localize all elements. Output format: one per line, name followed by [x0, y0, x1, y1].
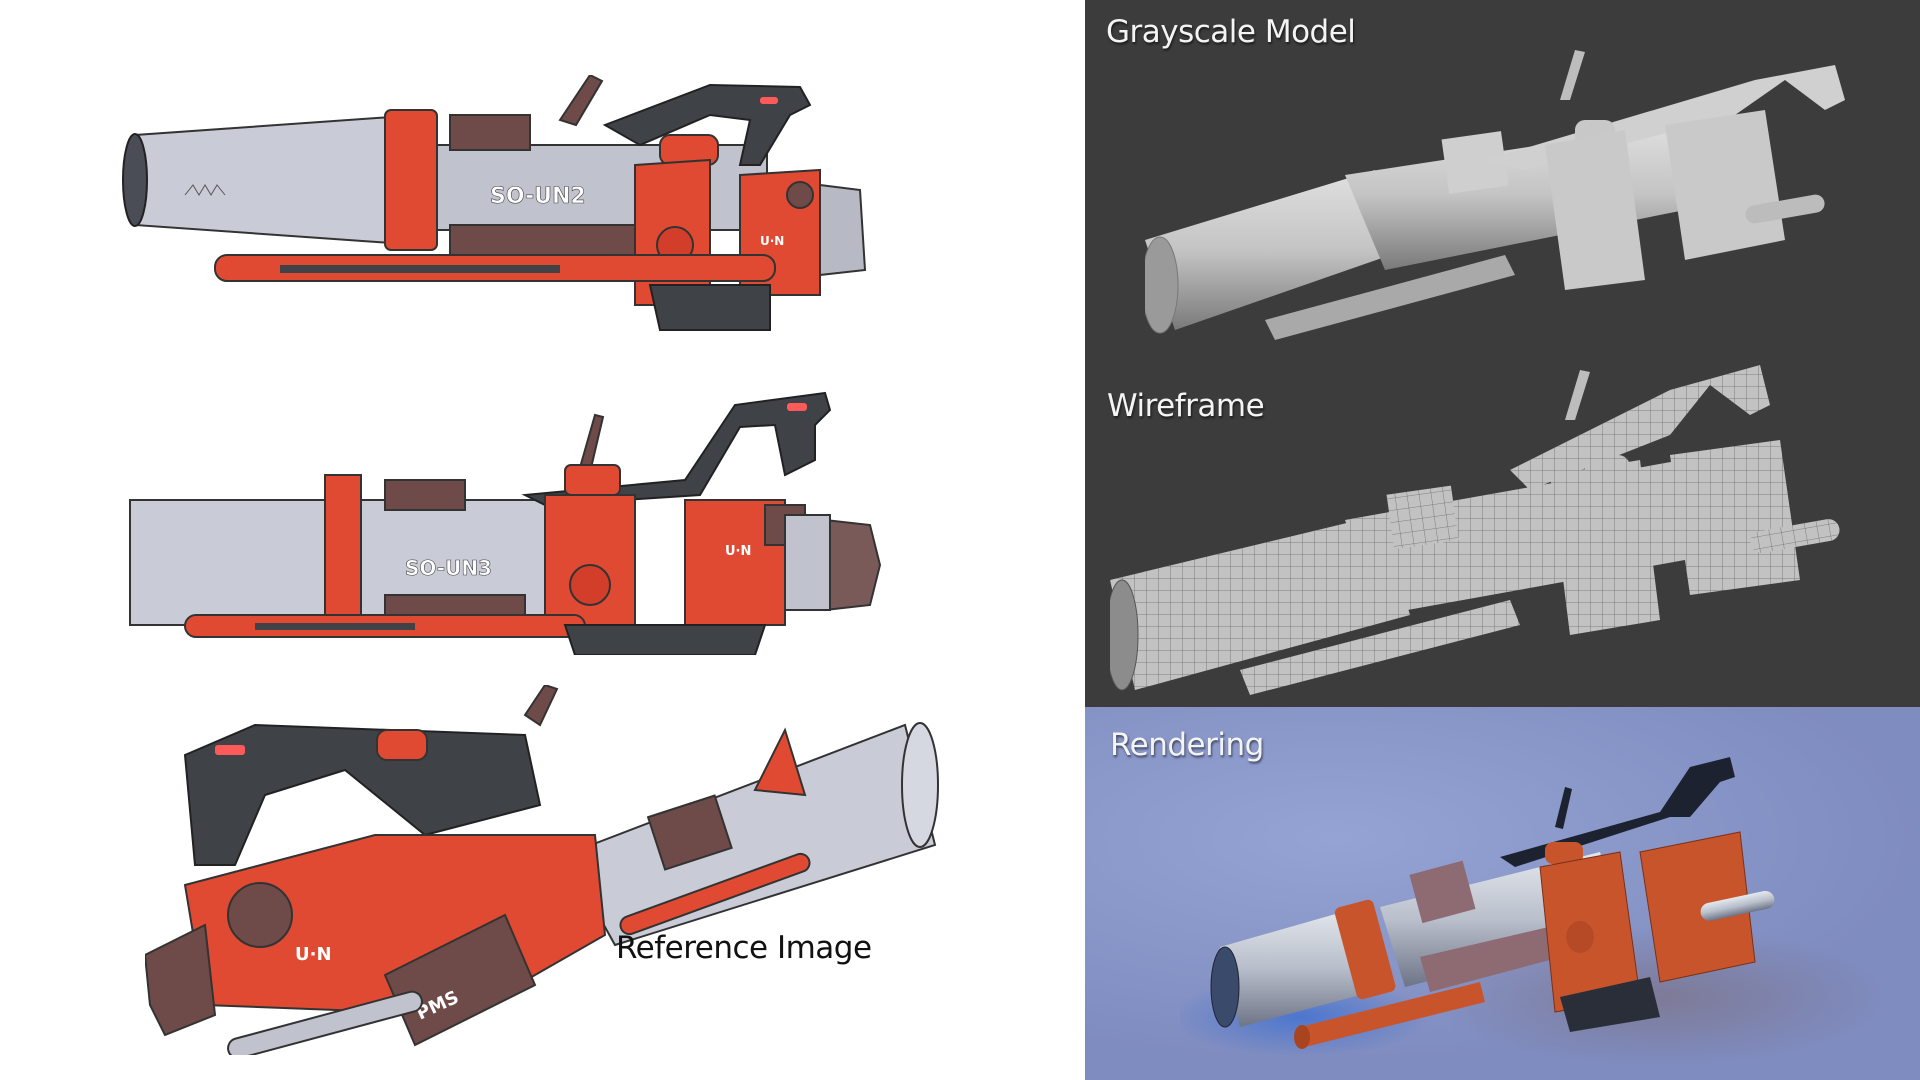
rendering-label: Rendering	[1110, 727, 1264, 763]
reference-sketch-bottom: U·N PMS	[145, 685, 945, 1055]
svg-text:SO-UN3: SO-UN3	[405, 556, 492, 580]
svg-text:SO-UN2: SO-UN2	[490, 184, 586, 209]
reference-image-label: Reference Image	[616, 930, 872, 966]
render-panel: Rendering	[1085, 707, 1920, 1080]
wireframe-model-render	[1110, 350, 1900, 700]
reference-sketch-top: SO-UN2 U·N	[120, 75, 920, 345]
model-panel: Grayscale Model Wireframe	[1085, 0, 1920, 707]
grayscale-model-render	[1145, 40, 1885, 340]
reference-panel: SO-UN2 U·N	[120, 75, 945, 1055]
reference-sketch-middle: SO-UN3 U·N	[125, 385, 935, 655]
svg-text:U·N: U·N	[295, 944, 332, 965]
svg-text:U·N: U·N	[725, 544, 751, 559]
rendered-model	[1180, 757, 1880, 1077]
wireframe-label: Wireframe	[1107, 388, 1265, 424]
grayscale-model-label: Grayscale Model	[1106, 14, 1356, 50]
svg-text:U·N: U·N	[760, 234, 784, 248]
